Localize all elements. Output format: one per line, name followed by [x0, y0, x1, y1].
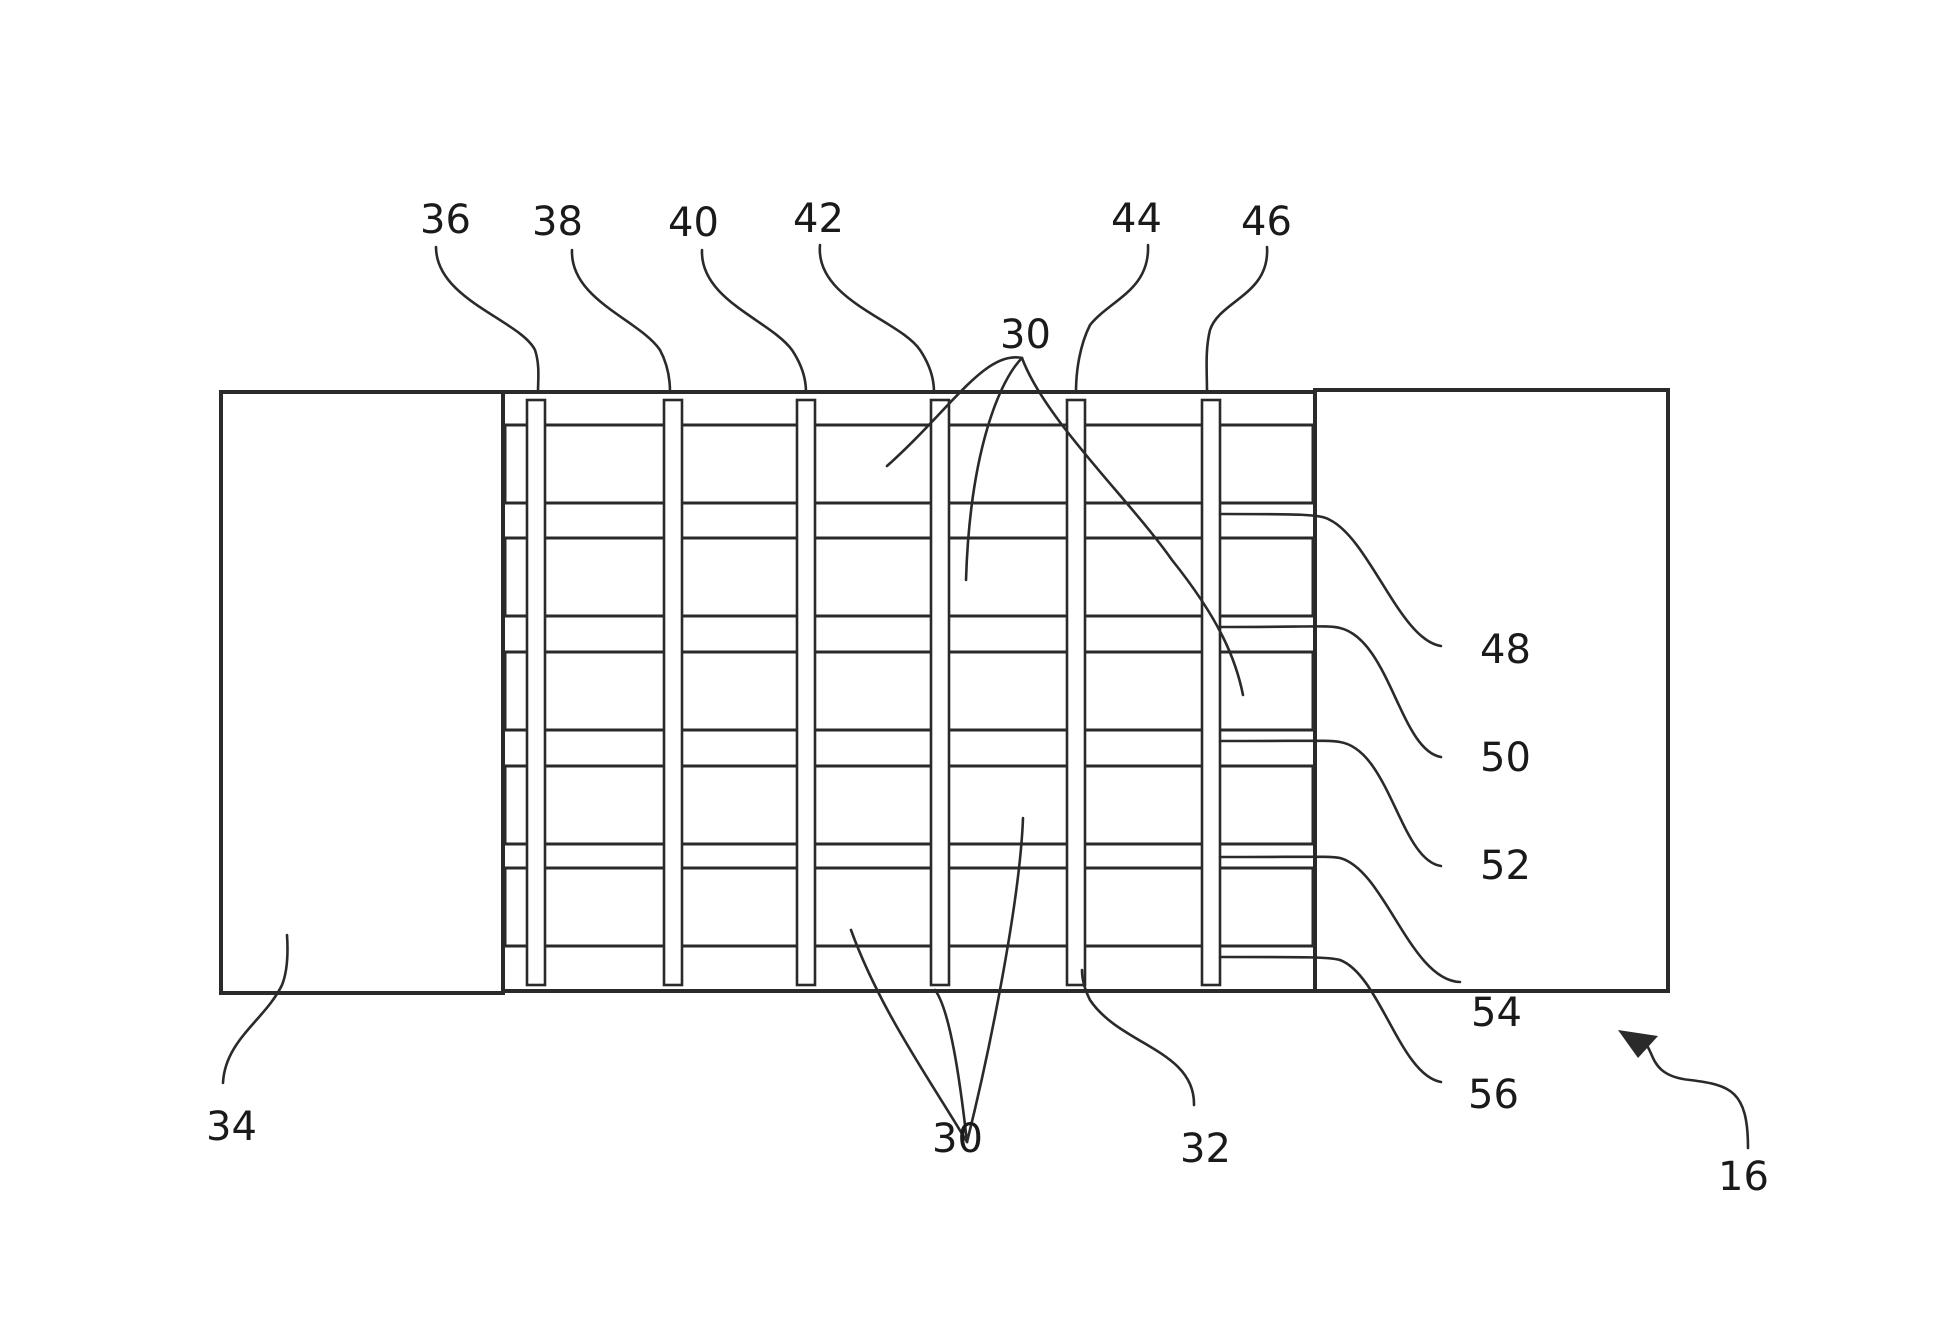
- label-30-bottom: 30: [932, 1116, 983, 1162]
- label-50: 50: [1480, 735, 1531, 781]
- leader-56: [1220, 957, 1441, 1082]
- warp-post-40: [797, 400, 815, 985]
- weft-band-50: [505, 538, 1313, 616]
- label-56: 56: [1468, 1072, 1519, 1118]
- label-52: 52: [1480, 843, 1531, 889]
- warp-post-44: [1067, 400, 1085, 985]
- label-36: 36: [420, 197, 471, 243]
- leader-36: [436, 247, 538, 392]
- label-40: 40: [668, 200, 719, 246]
- left-end-block: [221, 392, 503, 993]
- leader-16: [1633, 1037, 1748, 1148]
- leader-46: [1207, 247, 1268, 392]
- right-end-block: [1315, 390, 1668, 991]
- weft-band-48: [505, 425, 1313, 503]
- label-46: 46: [1241, 199, 1292, 245]
- weft-bands: [505, 425, 1313, 946]
- label-16: 16: [1718, 1154, 1769, 1200]
- leader-34: [223, 935, 287, 1083]
- label-34: 34: [206, 1104, 257, 1150]
- label-54: 54: [1471, 990, 1522, 1036]
- leader-40: [702, 250, 806, 392]
- label-48: 48: [1480, 627, 1531, 673]
- leader-44: [1076, 245, 1148, 392]
- label-30-top: 30: [1000, 312, 1051, 358]
- weft-band-54: [505, 766, 1313, 844]
- leader-38: [572, 250, 670, 392]
- warp-post-42: [931, 400, 949, 985]
- label-32: 32: [1180, 1126, 1231, 1172]
- label-42: 42: [793, 196, 844, 242]
- label-38: 38: [532, 199, 583, 245]
- label-44: 44: [1111, 196, 1162, 242]
- leader-42: [820, 245, 934, 392]
- warp-post-38: [664, 400, 682, 985]
- weft-band-56: [505, 868, 1313, 946]
- warp-post-36: [527, 400, 545, 985]
- warp-post-46: [1202, 400, 1220, 985]
- weft-band-52: [505, 652, 1313, 730]
